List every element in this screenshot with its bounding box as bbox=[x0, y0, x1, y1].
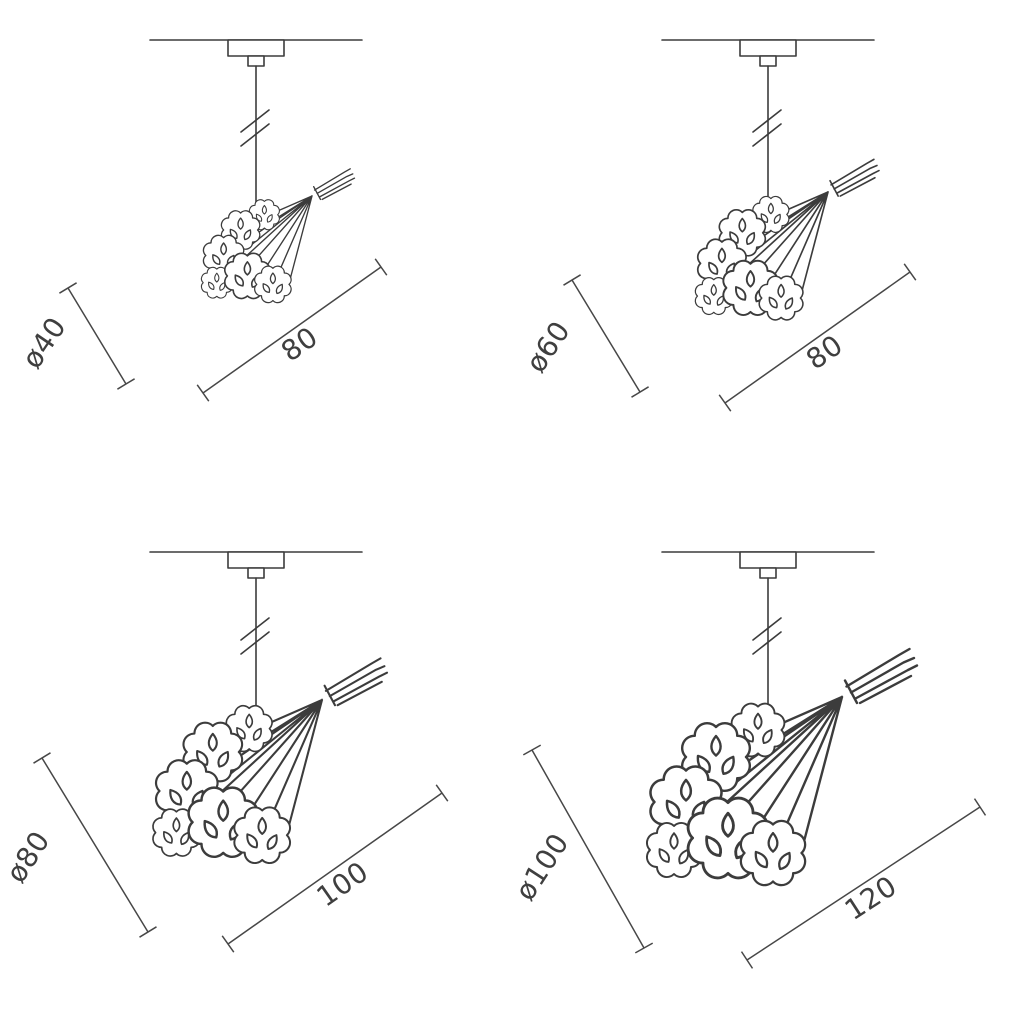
length-label: 100 bbox=[311, 855, 375, 914]
ceiling-canopy bbox=[227, 39, 285, 57]
cord-break-icon bbox=[240, 617, 270, 655]
bouquet-illustration bbox=[153, 658, 387, 863]
bouquet-illustration bbox=[201, 169, 354, 303]
diameter-dimension: ø80 bbox=[0, 752, 157, 938]
ceiling-canopy bbox=[739, 551, 797, 569]
cord-break-icon bbox=[752, 109, 782, 147]
ceiling-canopy bbox=[739, 39, 797, 57]
canopy-stem bbox=[247, 567, 265, 579]
pendant-variant-0100: ø100 120 bbox=[512, 512, 1024, 1024]
pendant-variant-080: ø80 100 bbox=[0, 512, 512, 1024]
pendant-variant-040: ø40 80 bbox=[0, 0, 512, 512]
bouquet-illustration bbox=[695, 159, 879, 320]
bouquet-illustration bbox=[647, 649, 917, 885]
cord-break-icon bbox=[240, 109, 270, 147]
length-label: 80 bbox=[275, 320, 324, 368]
canopy-stem bbox=[759, 55, 777, 67]
diameter-dimension: ø60 bbox=[519, 274, 649, 398]
cord-break-icon bbox=[752, 617, 782, 655]
length-label: 120 bbox=[839, 869, 903, 927]
diameter-dimension: ø40 bbox=[15, 282, 135, 390]
length-label: 80 bbox=[800, 328, 849, 376]
canopy-stem bbox=[247, 55, 265, 67]
diameter-dimension: ø100 bbox=[512, 744, 654, 954]
ceiling-canopy bbox=[227, 551, 285, 569]
pendant-variant-060: ø60 80 bbox=[512, 0, 1024, 512]
diameter-label: ø40 bbox=[15, 311, 73, 374]
diameter-label: ø100 bbox=[512, 827, 576, 906]
canopy-stem bbox=[759, 567, 777, 579]
diameter-label: ø60 bbox=[519, 315, 577, 378]
diameter-label: ø80 bbox=[0, 825, 57, 888]
